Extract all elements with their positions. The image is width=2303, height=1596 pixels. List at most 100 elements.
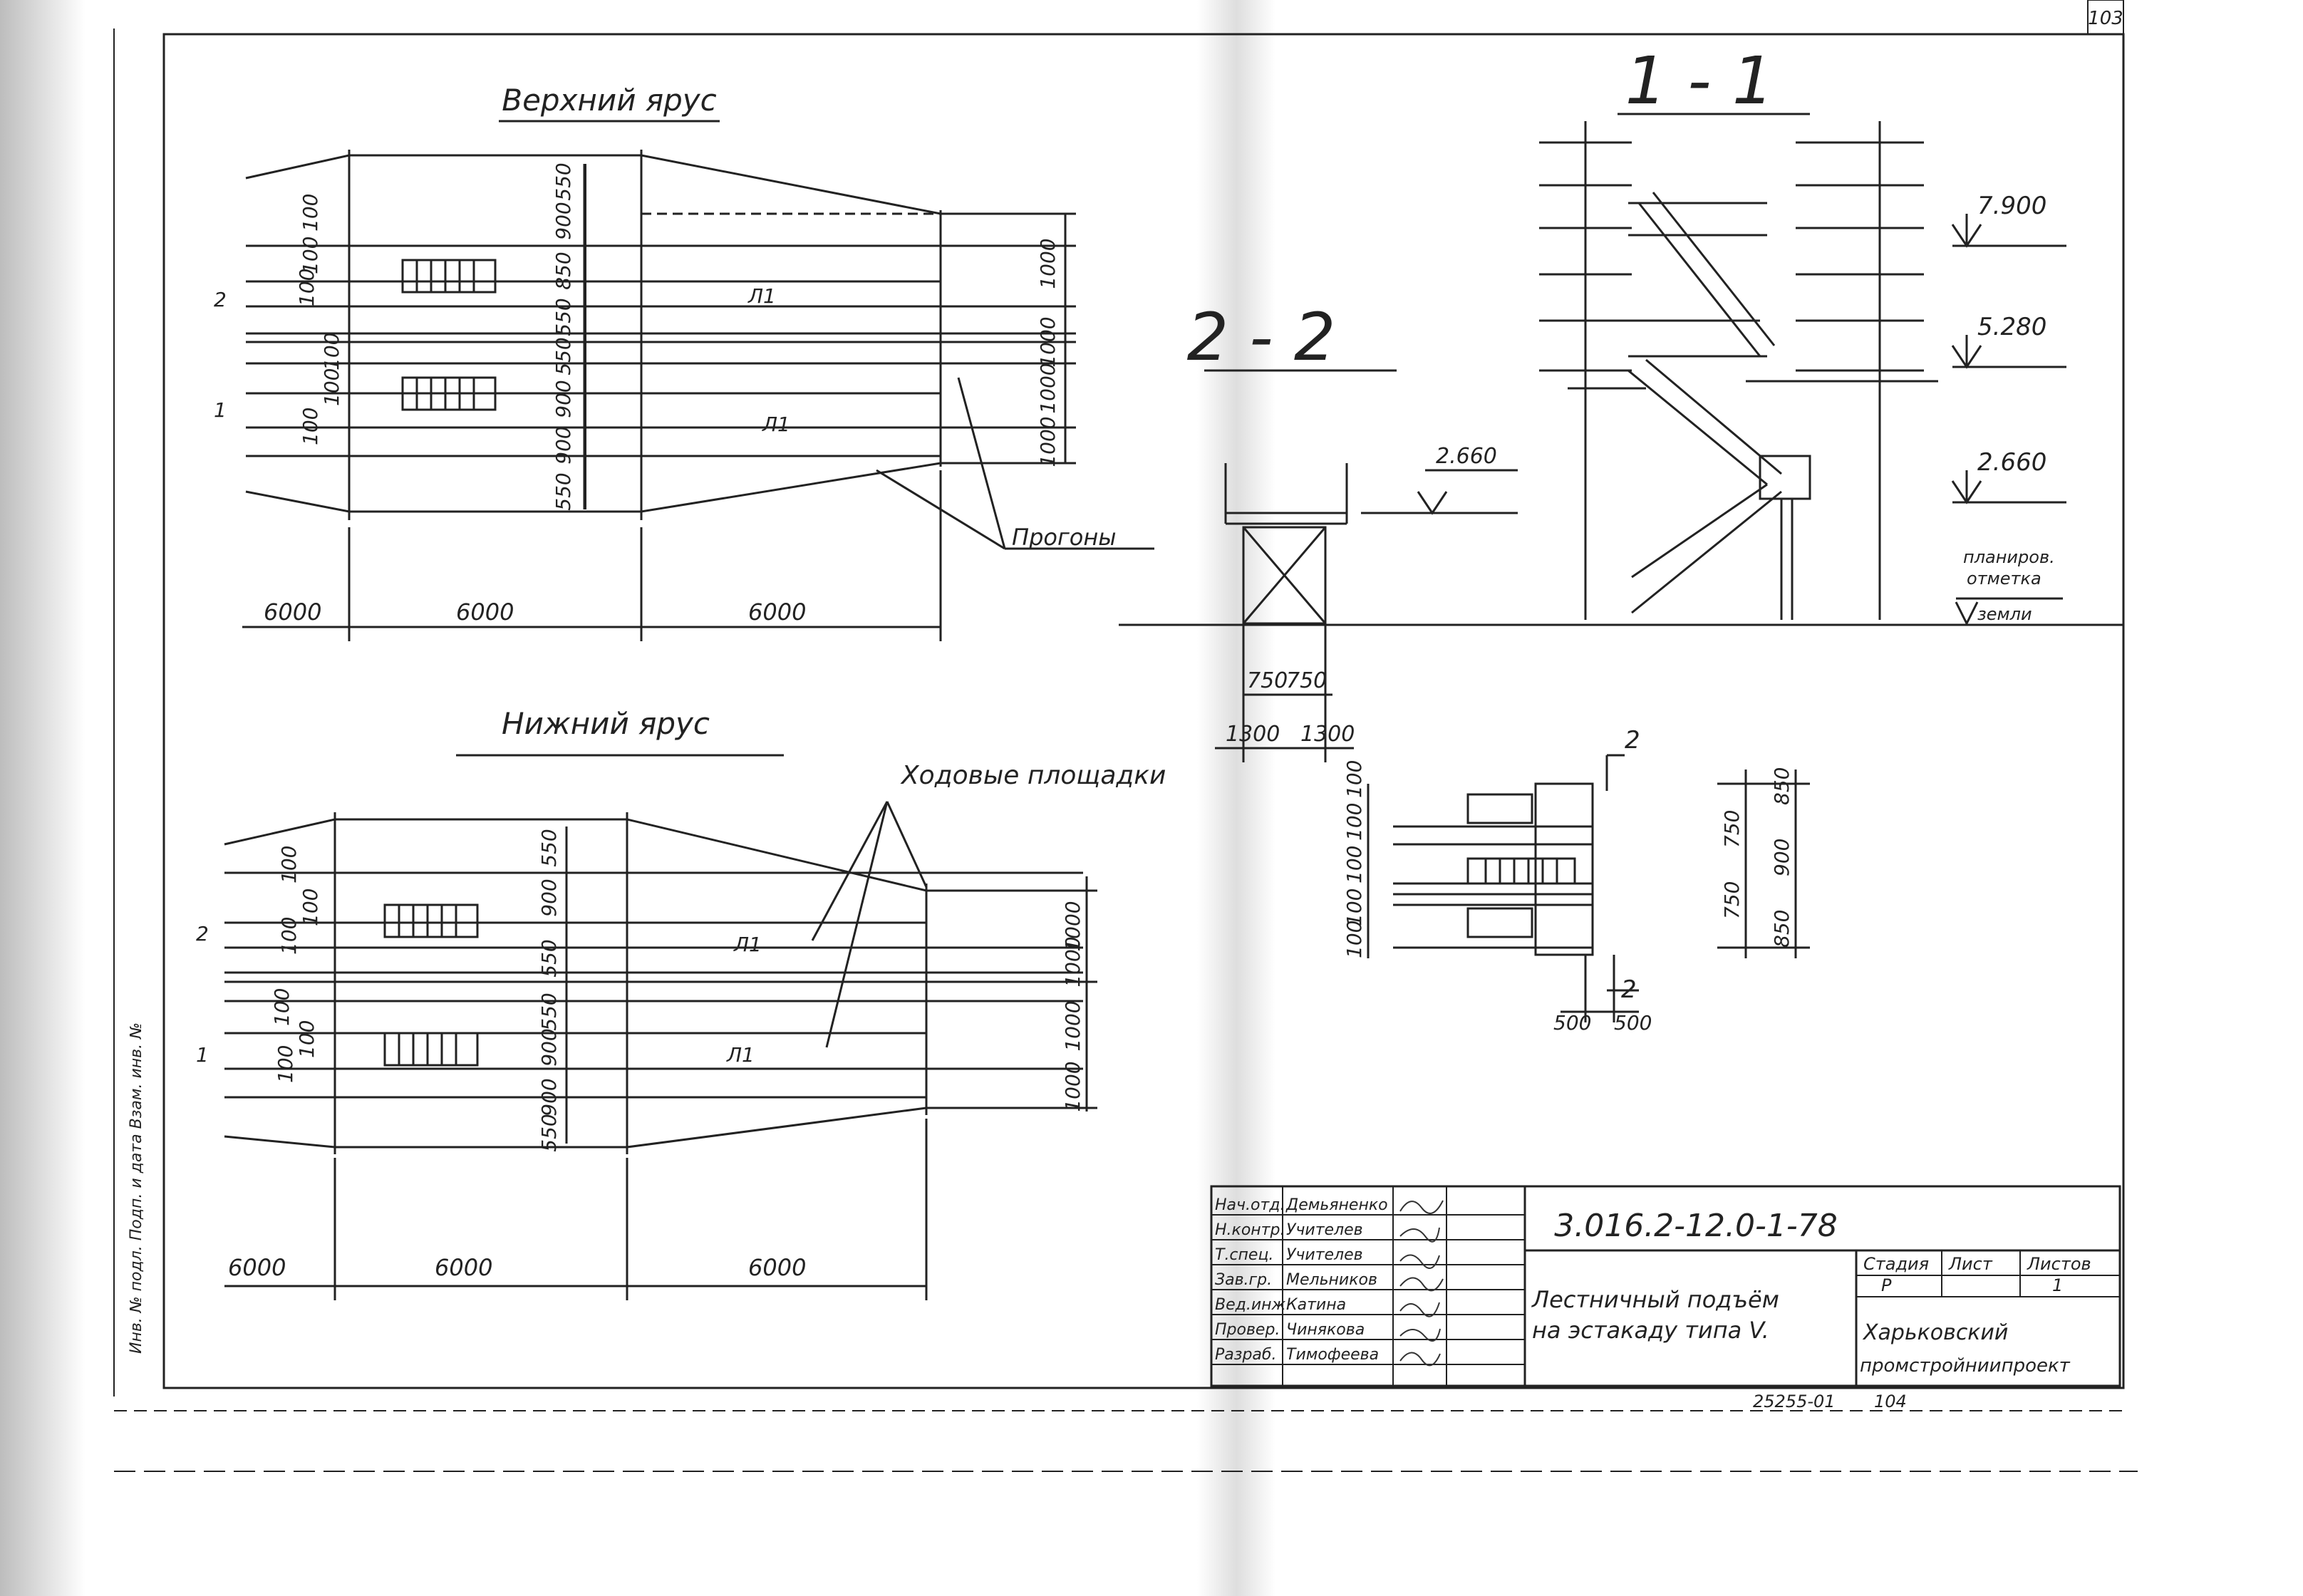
row-dim: 550 [552,337,575,375]
detail-left-dim: 100 [1342,803,1366,841]
title-block: Нач.отд. Н.контр. Т.спец. Зав.гр. Вед.ин… [1210,1185,2121,1411]
detail-bottom-dim: 500 [1553,1011,1591,1035]
stair-mark: Л1 [747,284,776,308]
inventory-number: 25255-01 [1753,1392,1836,1411]
sheet-number: 104 [1874,1392,1907,1411]
page-number: 103 [2088,8,2123,29]
left-mark: 1 [196,1043,209,1067]
plan-upper-title: Верхний ярус [502,83,716,118]
detail-left-dim: 100 [1342,888,1366,926]
detail-left-dim: 100 [1342,846,1366,884]
sheet-frame [162,33,2125,1389]
right-dim: 1000 [1036,316,1060,367]
stamp-name: Чинякова [1286,1321,1365,1339]
left-dim: 100 [270,988,294,1026]
stamp-header: Лист [1948,1254,1993,1274]
stair-mark: Л1 [762,413,790,436]
ground-label: земли [1977,604,2032,624]
right-dim: 1000 [1036,238,1060,289]
stamp-name: Учителев [1286,1221,1363,1239]
detail-plan: 2 100 100 100 100 100 750 750 850 900 85… [1342,726,1810,1035]
right-dim: 1000 [1061,936,1085,987]
left-mark: 2 [214,288,227,311]
detail-right-dim: 750 [1720,881,1744,919]
row-dim: 550 [537,939,561,977]
elevation-label: 5.280 [1977,313,2046,341]
span-dim: 6000 [228,1254,286,1281]
dim-inner: 750 [1247,668,1288,693]
ground-label: отметка [1967,569,2041,589]
span-dim: 6000 [748,598,806,626]
detail-right-dim: 750 [1720,810,1744,848]
plan-lower: Нижний ярус [196,706,1166,1300]
section-1-1: 1 - 1 [1539,43,2066,626]
row-dim: 550 [552,298,575,336]
callout-purlins: Прогоны [1012,524,1117,551]
left-dim: 100 [277,846,301,884]
detail-right-dim: 850 [1770,767,1794,805]
row-dim: 550 [552,162,575,200]
left-dim: 100 [299,237,322,274]
org-line: промстройниипроект [1860,1355,2071,1377]
dim-outer: 1300 [1300,722,1355,747]
row-dim: 550 [537,993,561,1030]
elevation-label: 2.660 [1977,448,2046,477]
stamp-name: Катина [1286,1296,1346,1314]
left-dim: 100 [277,917,301,955]
margin-note: Инв. № подл. Подп. и дата Взам. инв. № [128,1022,145,1354]
row-dim: 900 [552,426,575,464]
book-spine [1197,0,1275,1596]
dim-outer: 1300 [1226,722,1280,747]
left-mark: 1 [214,398,227,422]
stamp-name: Учителев [1286,1246,1363,1264]
row-dim: 900 [537,1028,561,1066]
stamp-name: Демьяненко [1285,1196,1388,1214]
stamp-role: Т.спец. [1215,1246,1273,1264]
detail-right-dim: 850 [1770,910,1794,948]
row-dim: 550 [537,829,561,866]
row-dim: 850 [552,252,575,289]
stamp-title-line: на эстакаду типа V. [1532,1317,1769,1344]
right-dim: 1000 [1061,901,1085,951]
row-dim: 550 [552,472,575,510]
detail-right-dim: 900 [1770,839,1794,876]
section-22-title: 2 - 2 [1187,299,1336,375]
left-dim: 100 [299,408,322,445]
row-dim: 900 [552,202,575,239]
page-number-box [2087,0,2124,35]
outline-bottom [245,462,1076,513]
right-dim: 1000 [1036,363,1060,413]
detail-section-mark: 2 [1625,726,1640,755]
stamp-role: Разраб. [1215,1346,1276,1364]
row-dim: 550 [537,1114,561,1151]
dim-inner: 750 [1286,668,1327,693]
detail-left-dim: 100 [1342,760,1366,798]
right-dim: 1000 [1061,1000,1085,1051]
section-11-title: 1 - 1 [1625,43,1774,119]
stamp-role: Провер. [1215,1321,1280,1339]
left-dim: 100 [295,269,319,306]
detail-bottom-mark: 2 [1621,975,1637,1004]
stamp-role: Вед.инж. [1215,1296,1290,1314]
outline-top [245,154,1076,215]
left-dim: 100 [320,368,343,406]
org-line: Харьковский [1862,1320,2008,1345]
stamp-header: Листов [2027,1254,2091,1274]
right-dim: 1000 [1061,1061,1085,1112]
left-dim: 100 [299,888,322,926]
binding-shadow [0,0,86,1596]
stamp-role: Зав.гр. [1215,1271,1272,1289]
left-dim: 100 [299,194,322,232]
span-dim: 6000 [748,1254,806,1281]
left-dim: 100 [295,1020,319,1058]
doc-code: 3.016.2-12.0-1-78 [1554,1208,1838,1244]
row-dim: 900 [537,1078,561,1116]
detail-left-dim: 100 [1342,921,1366,958]
row-dim: 900 [537,879,561,916]
stamp-name: Мельников [1286,1271,1377,1289]
stamp-value: Р [1881,1275,1892,1295]
span-dim: 6000 [456,598,514,626]
span-dim: 6000 [435,1254,492,1281]
section-2-2: 2 - 2 2.660 750 750 1300 1300 [1119,299,2123,762]
